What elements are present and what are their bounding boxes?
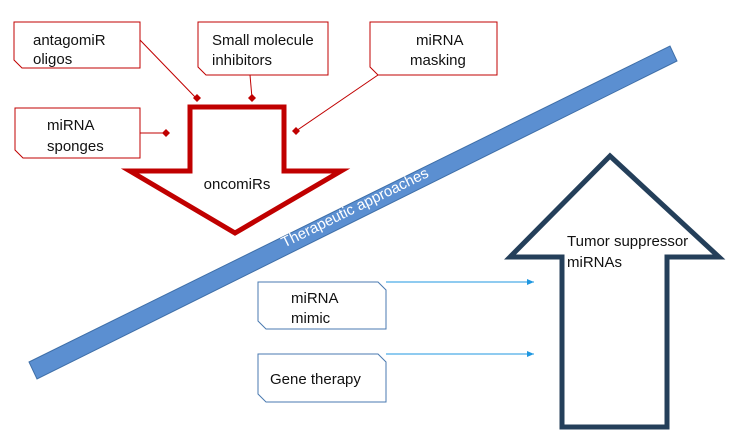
callout-small-molecule-inhibitors: Small molecule inhibitors [197, 21, 329, 102]
callout-sponges-line2: sponges [47, 138, 104, 155]
callout-small-molecule-line2: inhibitors [212, 52, 272, 69]
callout-mimic-line1: miRNA [291, 290, 339, 307]
callout-gene-therapy-text: Gene therapy [270, 371, 361, 388]
tumor-suppressor-label-line2: miRNAs [567, 254, 622, 271]
tumor-suppressor-label-line1: Tumor suppressor [567, 233, 688, 250]
callout-antagomir-line2: oligos [33, 51, 72, 68]
callout-antagomir-line1: antagomiR [33, 32, 106, 49]
callout-gene-therapy: Gene therapy [257, 351, 534, 403]
oncomirs-arrow [120, 104, 351, 236]
callout-small-molecule-line1: Small molecule [212, 32, 314, 49]
callout-antagomir-oligos: antagomiR oligos [13, 21, 201, 102]
oncomirs-label: oncomiRs [204, 176, 271, 193]
callout-masking-line1: miRNA [416, 32, 464, 49]
callout-mirna-mimic: miRNA mimic [257, 279, 534, 330]
callout-masking-line2: masking [410, 52, 466, 69]
callout-sponges-line1: miRNA [47, 117, 95, 134]
callout-mimic-line2: mimic [291, 310, 331, 327]
callout-mirna-masking: miRNA masking [292, 21, 498, 135]
therapeutic-approaches-band [28, 45, 678, 380]
tumor-suppressor-arrow [504, 152, 726, 430]
callout-mirna-sponges: miRNA sponges [14, 107, 170, 159]
